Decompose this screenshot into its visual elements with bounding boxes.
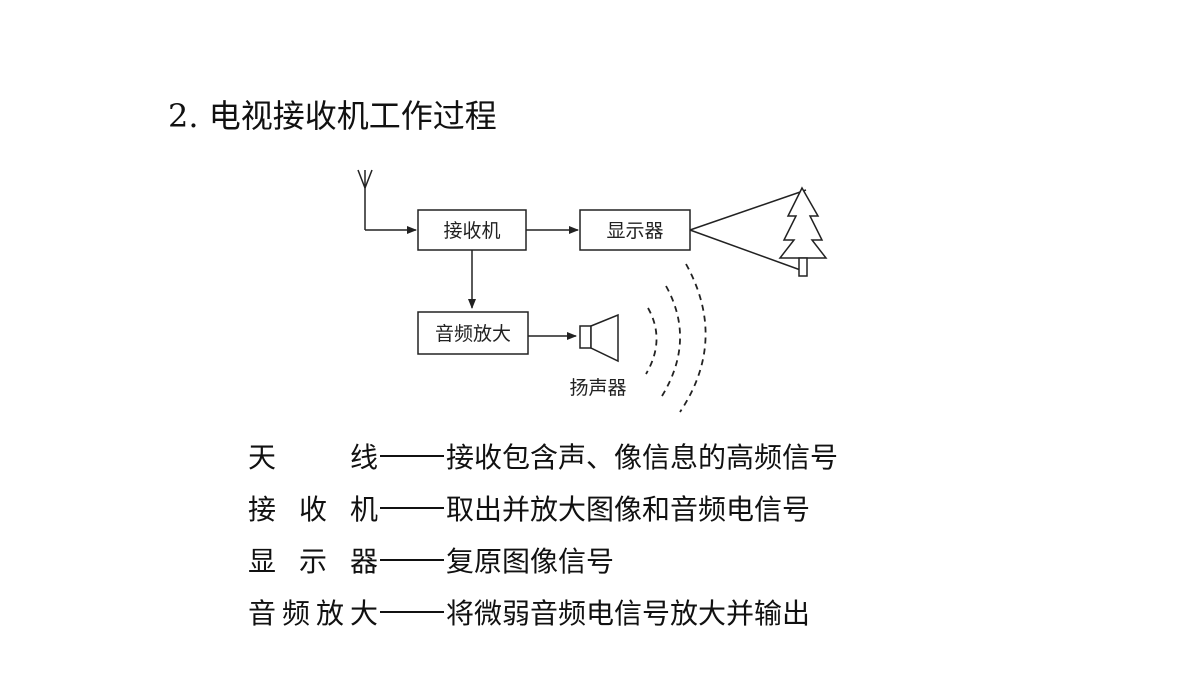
definition-display: 复原图像信号 — [446, 545, 615, 578]
description-row-receiver: 接收机 取出并放大图像和音频电信号 — [248, 482, 838, 534]
em-dash — [380, 611, 444, 613]
audio-amp-box — [417, 311, 529, 355]
definition-receiver: 取出并放大图像和音频电信号 — [446, 493, 811, 526]
antenna-icon — [357, 169, 373, 230]
speaker-label: 扬声器 — [569, 377, 626, 399]
display-label: 显示器 — [606, 220, 663, 242]
term-antenna: 天线 — [248, 441, 378, 474]
projection-cone — [689, 189, 807, 273]
em-dash — [380, 559, 444, 561]
description-row-display: 显示器 复原图像信号 — [248, 534, 838, 586]
em-dash — [380, 455, 444, 457]
definition-antenna: 接收包含声、像信息的高频信号 — [446, 441, 839, 474]
display-box — [579, 209, 691, 251]
description-row-antenna: 天线 接收包含声、像信息的高频信号 — [248, 430, 838, 482]
speaker-icon — [579, 313, 619, 363]
term-display: 显示器 — [248, 545, 378, 578]
tv-receiver-diagram: 接收机 显示器 音频放大 扬声器 — [357, 169, 828, 413]
term-receiver: 接收机 — [248, 493, 378, 526]
em-dash — [380, 507, 444, 509]
term-audio-amp: 音频放大 — [248, 597, 378, 630]
description-list: 天线 接收包含声、像信息的高频信号 接收机 取出并放大图像和音频电信号 显示器 … — [248, 430, 838, 638]
sound-waves — [645, 263, 707, 413]
description-row-audio-amp: 音频放大 将微弱音频电信号放大并输出 — [248, 586, 838, 638]
tree-icon — [778, 186, 828, 277]
receiver-label: 接收机 — [443, 220, 500, 242]
slide-title: 2. 电视接收机工作过程 — [168, 97, 497, 135]
audio-amp-label: 音频放大 — [435, 323, 511, 345]
definition-audio-amp: 将微弱音频电信号放大并输出 — [446, 597, 811, 630]
